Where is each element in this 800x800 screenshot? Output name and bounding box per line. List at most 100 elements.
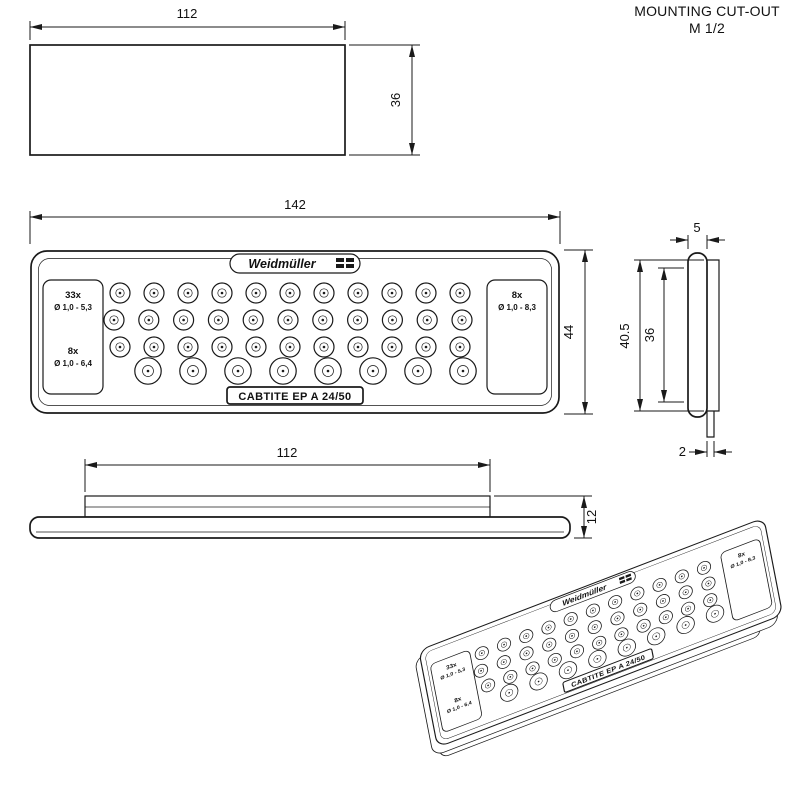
brand-badge: Weidmüller: [229, 253, 361, 274]
cable-entry: [592, 635, 607, 650]
cable-entry: [415, 282, 437, 304]
cable-entry: [500, 683, 519, 702]
model-badge: CABTITE EP A 24/50: [226, 386, 364, 405]
dim-cutout-width: 112: [29, 6, 346, 40]
cable-entry: [347, 309, 369, 331]
cable-entry: [109, 336, 131, 358]
cable-entry: [474, 646, 489, 661]
cable-entry: [279, 336, 301, 358]
dim-label-bottom-width: 112: [277, 445, 298, 460]
cable-entry: [696, 560, 712, 575]
view-side: 5 40.5 36 2: [617, 220, 732, 459]
cable-entry: [103, 309, 125, 331]
cable-entry: [245, 282, 267, 304]
cable-entry: [519, 629, 534, 643]
cable-entry: [647, 627, 666, 646]
cable-entry: [563, 612, 578, 626]
cable-entry: [449, 357, 477, 385]
left-top-range: Ø 1,0 - 5,3: [54, 303, 92, 312]
dim-label-front-width: 142: [284, 197, 306, 212]
dim-bottom-width: 112: [84, 445, 491, 492]
cable-entry: [558, 661, 578, 680]
cable-entry: [678, 585, 693, 600]
dim-bottom-height: 12: [494, 495, 599, 539]
dim-label-side-height-inner: 36: [642, 328, 657, 342]
cable-entry: [617, 638, 636, 657]
dim-front-height: 44: [561, 249, 593, 415]
cable-entry: [359, 357, 387, 385]
dim-side-height-inner: 36: [642, 267, 684, 403]
cable-entry: [138, 309, 160, 331]
cable-entry: [503, 670, 518, 684]
left-top-count: 33x: [446, 661, 458, 672]
left-bottom-count: 8x: [68, 346, 79, 357]
dim-side-height-outer: 40.5: [617, 259, 704, 412]
dim-label-side-height-outer: 40.5: [617, 323, 632, 348]
cable-entry: [655, 594, 671, 608]
view-mounting-cutout: 112 36: [29, 6, 420, 156]
cable-entry: [279, 282, 301, 304]
cable-entry: [652, 578, 667, 592]
cable-entry: [587, 620, 602, 635]
cable-entry: [211, 282, 233, 304]
cable-entry: [705, 604, 725, 623]
cable-entry: [312, 309, 334, 331]
weidmueller-logo-icon: [336, 258, 354, 268]
cable-entry: [676, 616, 695, 634]
cable-entry: [224, 357, 252, 385]
cable-entry: [564, 628, 580, 643]
cable-entry: [277, 309, 299, 331]
right-count: 8x: [512, 290, 523, 301]
cable-entry: [245, 336, 267, 358]
right-count: 8x: [738, 550, 747, 559]
cable-entry: [242, 309, 264, 331]
cable-entry: [519, 646, 534, 661]
cable-entry: [416, 309, 438, 331]
left-top-count: 33x: [65, 290, 82, 301]
dim-label-front-height: 44: [561, 325, 576, 339]
dim-label-bottom-height: 12: [584, 510, 599, 524]
cable-entry: [109, 282, 131, 304]
cable-entries: [473, 560, 725, 702]
cutout-rectangle: [29, 44, 346, 156]
cable-entry: [314, 357, 342, 385]
cable-entry: [473, 663, 489, 678]
cable-entry: [630, 586, 645, 601]
cable-entry: [207, 309, 229, 331]
dim-cutout-height: 36: [349, 44, 420, 156]
cable-entry: [211, 336, 233, 358]
cable-entry: [481, 678, 496, 693]
cable-entry: [449, 336, 471, 358]
cable-entry: [588, 649, 607, 668]
model-label: CABTITE EP A 24/50: [238, 391, 351, 403]
cable-entry: [701, 576, 716, 591]
cable-entry: [541, 620, 556, 635]
cable-entry: [674, 569, 689, 584]
title-line2: M 1/2: [689, 20, 725, 36]
cable-entry: [415, 336, 437, 358]
right-range: Ø 1,0 - 8,3: [498, 303, 536, 312]
cable-entry: [313, 336, 335, 358]
dim-label-side-depth: 5: [693, 220, 700, 235]
dim-front-width: 142: [29, 197, 561, 244]
cable-entry: [381, 282, 403, 304]
cable-entry: [614, 627, 629, 642]
dim-label-cutout-width: 112: [177, 6, 198, 21]
cable-entry: [658, 610, 673, 625]
brand-name: Weidmüller: [248, 257, 316, 271]
bottom-frame: [29, 516, 571, 539]
cable-entry: [547, 652, 562, 667]
cable-entry: [636, 618, 651, 633]
cable-entry: [449, 282, 471, 304]
dim-label-cutout-height: 36: [388, 93, 403, 107]
cable-entry: [347, 282, 369, 304]
cable-entry: [451, 309, 473, 331]
cable-entry: [134, 357, 162, 385]
cable-entry: [381, 336, 403, 358]
cable-entry: [177, 336, 199, 358]
